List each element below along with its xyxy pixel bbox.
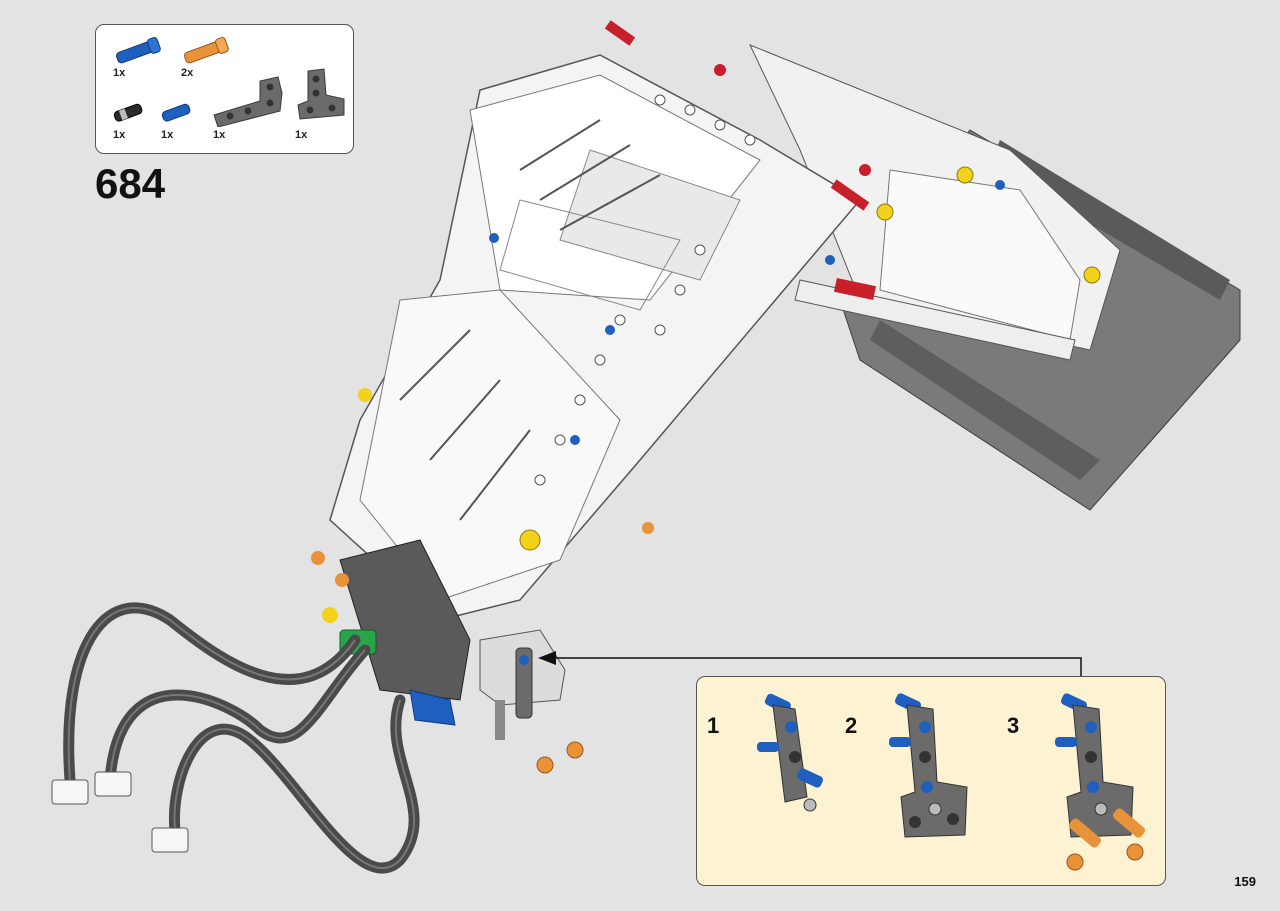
- black-pin-icon: [113, 103, 143, 122]
- sub-step-number: 2: [845, 713, 858, 738]
- sub-step-1: 1: [707, 687, 857, 877]
- qty-label: 1x: [113, 67, 126, 79]
- part-blue-axle-pin: 1x: [110, 33, 190, 93]
- sub-step-1-illustration: [757, 693, 824, 812]
- qty-label: 1x: [113, 129, 126, 141]
- step-number: 684: [95, 160, 166, 207]
- blue-axle-pin-icon: [116, 36, 161, 64]
- page-number: 159: [1234, 874, 1256, 889]
- qty-label: 1x: [161, 129, 174, 141]
- qty-label: 1x: [295, 129, 308, 141]
- sub-step-callout: 1 2 3: [696, 676, 1166, 886]
- part-black-pin: 1x: [110, 97, 190, 157]
- parts-list: 1x 2x 1x 1x: [95, 24, 354, 154]
- blue-pin-icon: [161, 103, 191, 122]
- sub-step-3-illustration: [1055, 693, 1146, 871]
- qty-label: 1x: [213, 129, 226, 141]
- sub-step-number: 3: [1007, 713, 1020, 738]
- orange-axle-pin-icon: [184, 36, 229, 64]
- sub-step-2-illustration: [889, 693, 968, 838]
- qty-label: 2x: [181, 67, 194, 79]
- part-dark-gray-beam: 1x: [208, 71, 288, 141]
- gray-beam-icon: [213, 76, 283, 127]
- part-orange-axle-pin: 2x: [178, 33, 258, 93]
- part-blue-pin: 1x: [158, 97, 238, 157]
- sub-step-3: 3: [1007, 687, 1157, 877]
- sub-step-2: 2: [845, 687, 995, 877]
- gray-t-beam-icon: [297, 68, 345, 120]
- part-dark-gray-t-beam: 1x: [292, 65, 372, 141]
- sub-step-number: 1: [707, 713, 720, 738]
